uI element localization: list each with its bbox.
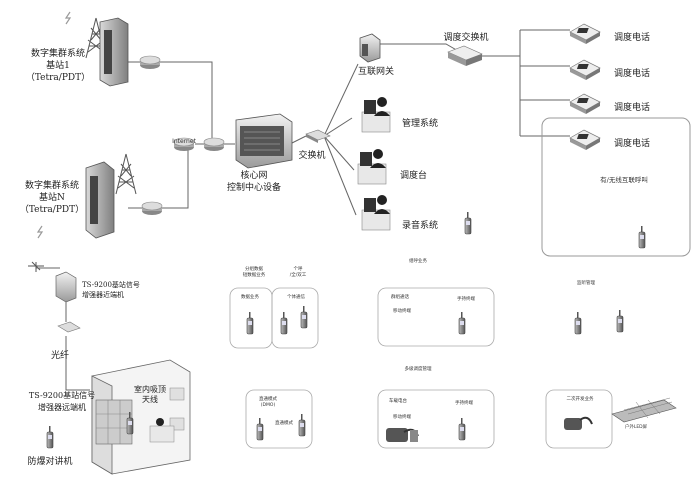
vehicle-station-label: 车载电台 <box>389 397 407 404</box>
phone-label-2: 调度电话 <box>614 67 650 79</box>
dispatch-switch-icon <box>447 45 483 66</box>
building <box>91 359 191 475</box>
management-operator-icon <box>361 96 391 133</box>
led-panel-icon <box>611 397 677 423</box>
mobile-terminal-label-2: 移动终端 <box>393 413 411 420</box>
switch-icon <box>305 129 331 143</box>
near-end-label-1: TS-9200基站信号 <box>82 280 140 289</box>
phone-label-1: 调度电话 <box>614 31 650 43</box>
recorder-operator-icon <box>361 194 391 231</box>
console-label: 调度台 <box>400 169 427 181</box>
phone-icon <box>569 23 601 45</box>
radio-icon <box>246 311 254 335</box>
indoor-antenna-label-2: 天线 <box>142 394 158 404</box>
vehicle-radio-icon <box>386 428 419 442</box>
phone-icon <box>569 93 601 115</box>
bsn-label-2: 基站N <box>39 191 65 203</box>
near-end-label-2: 增强器近端机 <box>82 290 124 299</box>
dispatch-mgmt-title: 多级调度管理 <box>405 365 432 372</box>
core-network-server <box>235 113 293 169</box>
outdoor-led-label: 户外LED屏 <box>625 423 648 430</box>
repeater-near-icon <box>55 271 77 303</box>
console-operator-icon <box>357 148 387 185</box>
connection-lines <box>65 29 570 391</box>
far-end-label-2: 增强器远端机 <box>38 402 86 412</box>
single-title-2: /全/双工 <box>290 271 307 278</box>
phone-label-4: 调度电话 <box>614 137 650 149</box>
recorder-label: 录音系统 <box>402 219 438 231</box>
direct-mode-label-2: 直通模式 <box>275 419 293 426</box>
radio-icon <box>280 311 288 335</box>
bs1-label-3: （Tetra/PDT） <box>26 72 90 83</box>
grp-data-title-2: 短数据业务 <box>243 271 266 278</box>
mobile-terminal-label: 移动终端 <box>393 307 411 314</box>
bs1-label-1: 数字集群系统 <box>31 47 85 59</box>
bsn-label-1: 数字集群系统 <box>25 179 79 191</box>
switch-label: 交换机 <box>298 149 325 161</box>
handheld-terminal-label: 手持终端 <box>457 295 475 302</box>
radio-icon <box>574 311 582 335</box>
gateway-label: 互联网关 <box>358 65 394 77</box>
direct-mode-label: 直通模式 <box>259 395 277 402</box>
monitor-title: 监听管理 <box>577 279 595 286</box>
internet-label: Internet <box>172 138 196 145</box>
fiber-converter-icon <box>57 321 81 333</box>
radio-icon <box>298 413 306 437</box>
group-comm-label: 群组通话 <box>391 293 409 300</box>
secondary-dev-box <box>545 389 613 449</box>
radio-icon <box>464 211 472 235</box>
phone-label-3: 调度电话 <box>614 101 650 113</box>
phone-icon <box>569 59 601 81</box>
dispatch-mgmt-box <box>377 389 495 449</box>
base-station-1 <box>65 11 161 87</box>
explosion-proof-radio-icon <box>46 425 54 449</box>
group-call-box <box>377 287 495 347</box>
router-icon <box>203 137 225 152</box>
vehicle-radio-icon <box>564 416 593 430</box>
radio-icon <box>300 305 308 329</box>
explosion-radio-label: 防爆对讲机 <box>27 455 72 467</box>
wired-wireless-box <box>541 117 691 257</box>
core-label-1: 核心网 <box>240 169 267 181</box>
handheld-terminal-label-2: 手持终端 <box>455 399 473 406</box>
radio-icon <box>256 417 264 441</box>
direct-mode-box <box>245 389 313 449</box>
phone-icon <box>569 129 601 151</box>
single-title-1: 个呼 <box>294 265 303 272</box>
radio-icon <box>458 417 466 441</box>
individual-call-label: 个体通信 <box>287 293 305 300</box>
wired-wireless-label: 有/无线互联呼叫 <box>600 175 648 184</box>
mgmt-label: 管理系统 <box>402 117 438 129</box>
secondary-dev-label: 二次开发业务 <box>567 395 594 402</box>
data-service-label: 数据业务 <box>241 293 259 300</box>
indoor-antenna-label-1: 室内吸顶 <box>134 384 166 394</box>
individual-call-box <box>271 287 319 349</box>
router-icon <box>141 201 163 216</box>
radio-icon <box>458 311 466 335</box>
fiber-label: 光纤 <box>51 349 69 361</box>
dmo-label: (DMO) <box>261 402 276 408</box>
grp-data-title-1: 分组数据 <box>245 265 263 272</box>
dispatch-switch-label: 调度交换机 <box>443 31 488 43</box>
far-end-label-1: TS-9200基站信号 <box>29 390 95 400</box>
radio-icon <box>616 309 624 333</box>
bs1-label-2: 基站1 <box>46 59 70 71</box>
gateway-icon <box>359 33 381 63</box>
antenna-icon <box>28 261 44 272</box>
group-call-title: 组呼业务 <box>409 257 427 264</box>
base-station-n <box>37 153 163 239</box>
radio-icon <box>638 225 646 249</box>
router-icon <box>139 55 161 70</box>
core-label-2: 控制中心设备 <box>227 181 281 193</box>
bsn-label-3: （Tetra/PDT） <box>20 204 84 215</box>
